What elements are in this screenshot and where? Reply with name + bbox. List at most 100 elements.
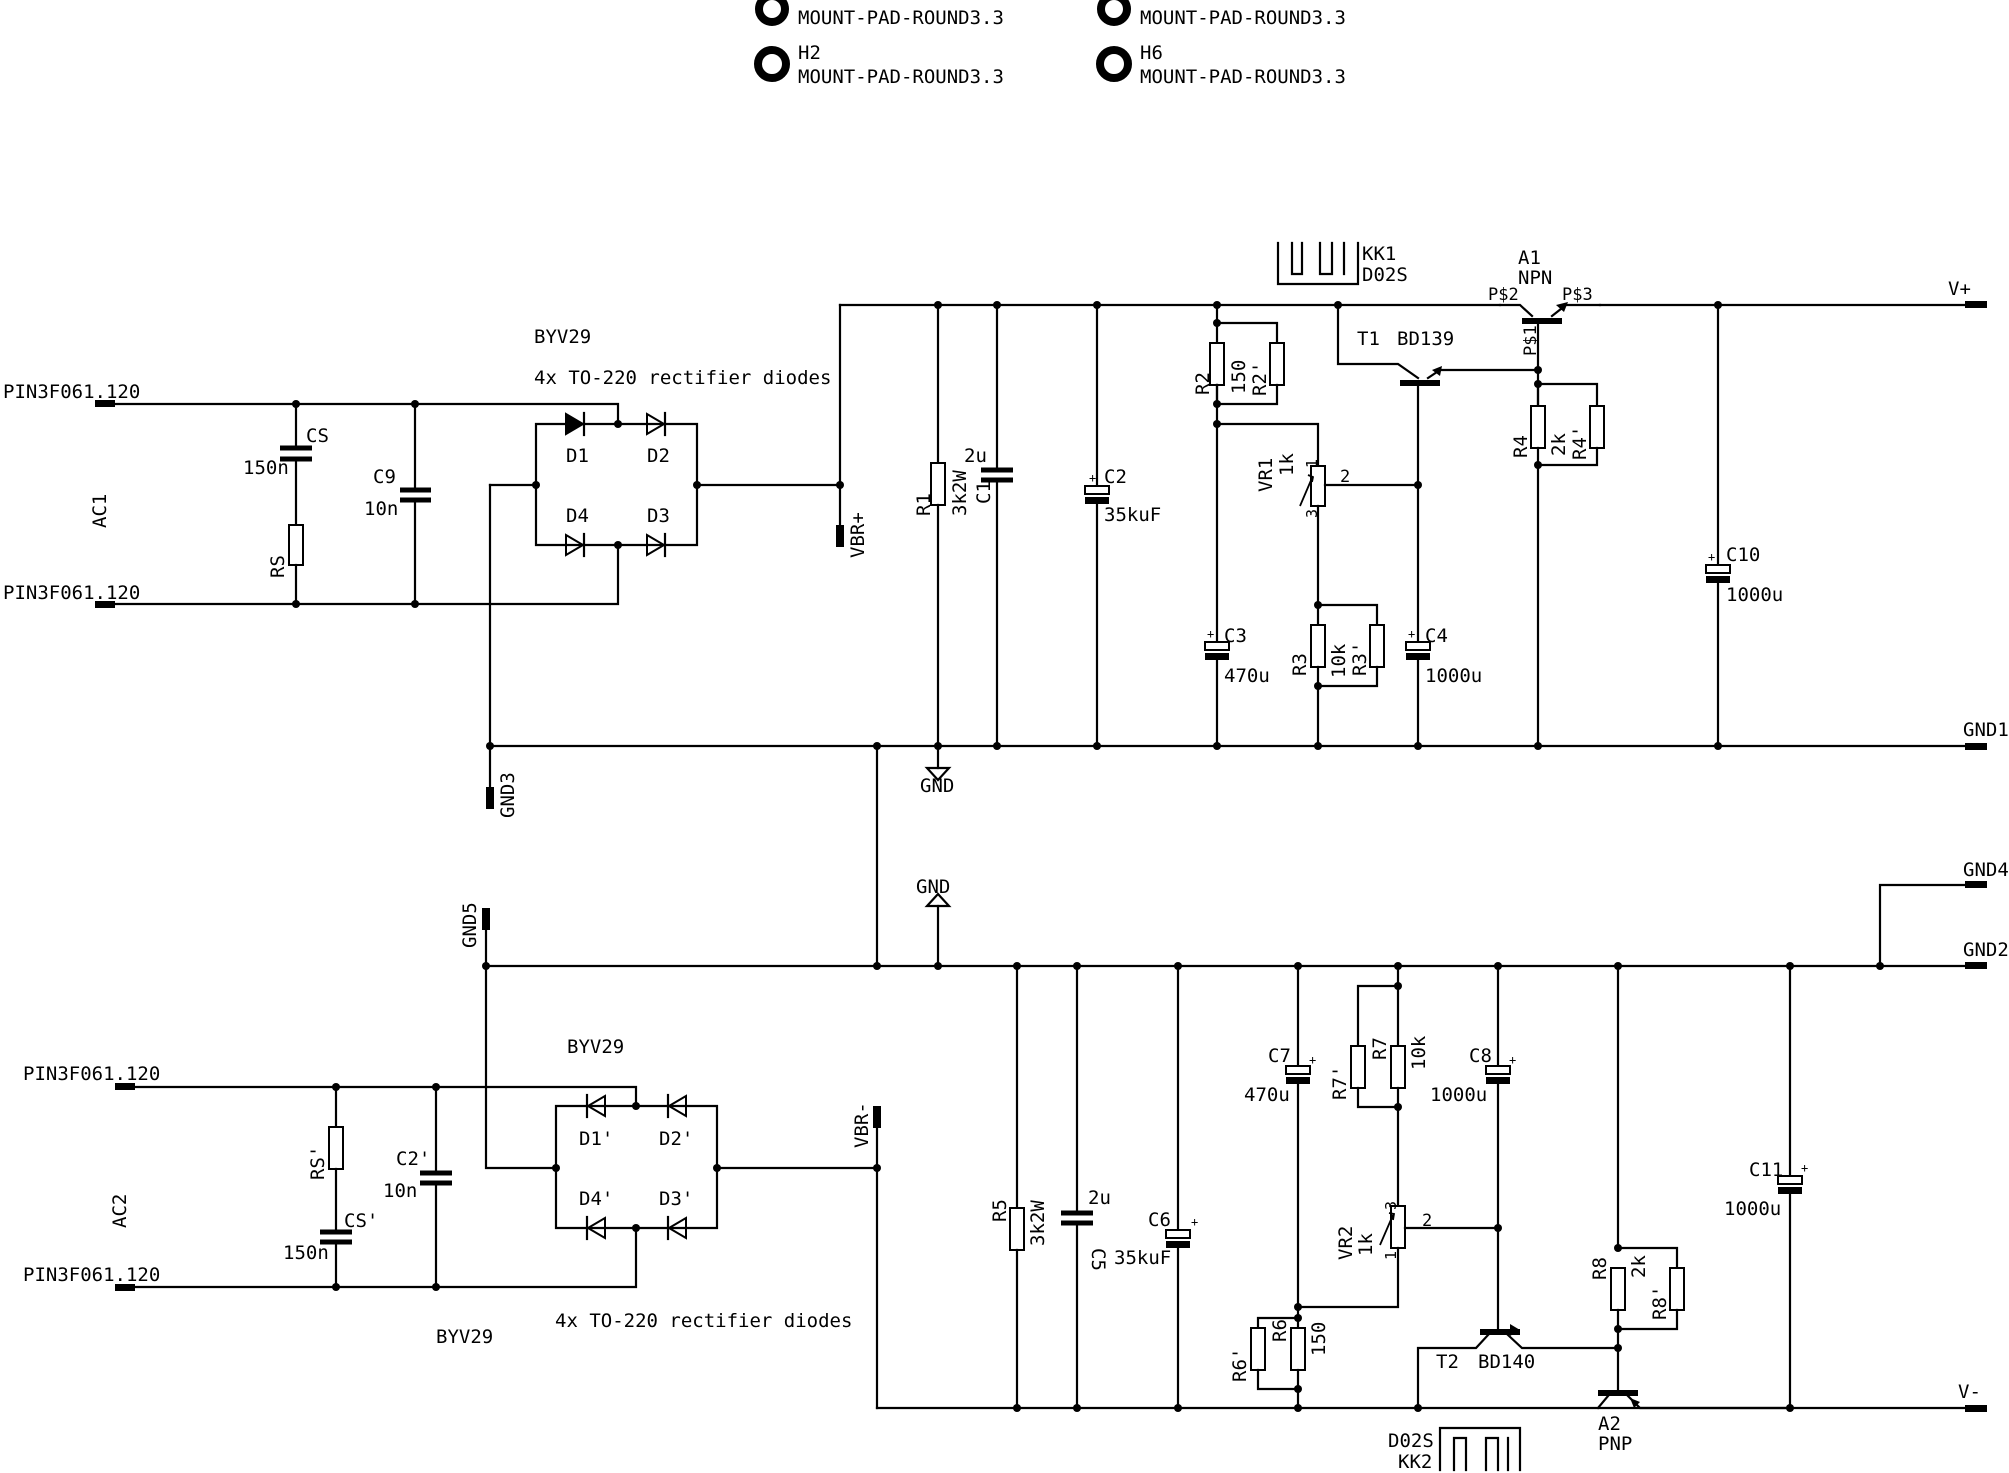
- svg-text:+: +: [1191, 1215, 1198, 1229]
- a1-value: NPN: [1518, 267, 1552, 289]
- vr2-value: 1k: [1355, 1233, 1377, 1256]
- t1-name: T1: [1357, 328, 1380, 350]
- vminus-pin: [1965, 1405, 1987, 1412]
- vr1-pin3: 3: [1303, 509, 1321, 518]
- vplus-label: V+: [1948, 278, 1971, 300]
- d4p-label: D4': [579, 1188, 613, 1210]
- heatsink-kk1: KK1 D02S: [1276, 241, 1408, 286]
- rsp-resistor: [328, 1126, 344, 1170]
- cs-name: CS: [306, 425, 329, 447]
- pin-ac2-bottom: [115, 1284, 135, 1291]
- vr1-potentiometer[interactable]: [1310, 465, 1326, 507]
- c1-name: C1: [973, 481, 995, 504]
- vr2-potentiometer[interactable]: [1390, 1205, 1406, 1249]
- a2-value: PNP: [1598, 1433, 1632, 1455]
- r5-value: 3k2W: [1027, 1200, 1049, 1246]
- r2p-resistor: [1269, 342, 1285, 386]
- t1-value: BD139: [1397, 328, 1454, 350]
- r3-name: R3: [1289, 653, 1311, 676]
- c3-name: C3: [1224, 625, 1247, 647]
- diode-d3p: [666, 1215, 687, 1241]
- c3-value: 470u: [1224, 665, 1270, 687]
- r4-value: 2k: [1548, 433, 1570, 456]
- vbr-minus-label: VBR-: [851, 1102, 873, 1148]
- c3-capacitor: [1204, 641, 1230, 651]
- c8-name: C8: [1469, 1045, 1492, 1067]
- h2-name: H2: [798, 42, 821, 64]
- d2p-label: D2': [659, 1128, 693, 1150]
- vr1-name: VR1: [1255, 458, 1277, 492]
- diode-d3: [646, 532, 667, 558]
- r4-alt: R4': [1569, 426, 1591, 460]
- r3-value: 10k: [1328, 643, 1350, 678]
- svg-text:+: +: [1309, 1053, 1316, 1067]
- gnd-symbol-top-label: GND: [920, 775, 954, 797]
- a1-pin3: P$3: [1562, 285, 1593, 305]
- a1-pin2: P$2: [1488, 285, 1519, 305]
- pin-ac2-top-label: PIN3F061.120: [23, 1063, 160, 1085]
- rsp-label: RS': [307, 1146, 329, 1180]
- r6-name: R6: [1269, 1319, 1291, 1342]
- r3-resistor: [1310, 624, 1326, 668]
- svg-text:+: +: [1408, 627, 1415, 641]
- diode-d1p: [585, 1093, 606, 1119]
- mount-pad-h5: MOUNT-PAD-ROUND3.3: [1097, 0, 1346, 29]
- pin-ac1-bottom-label: PIN3F061.120: [3, 582, 140, 604]
- vbr-plus-label: VBR+: [847, 512, 869, 558]
- c9-value: 10n: [364, 498, 398, 520]
- c4-value: 1000u: [1425, 665, 1482, 687]
- cs-value: 150n: [243, 457, 289, 479]
- c7-name: C7: [1268, 1045, 1291, 1067]
- c7-value: 470u: [1244, 1084, 1290, 1106]
- gnd1-label: GND1: [1963, 719, 2009, 741]
- bottom-circuit: GND GND2 GND4 GND5 BYV29 BYV29 4x TO-220…: [23, 859, 2009, 1473]
- h5-value: MOUNT-PAD-ROUND3.3: [1140, 7, 1346, 29]
- r3-alt: R3': [1349, 642, 1371, 676]
- c11-name: C11: [1749, 1159, 1783, 1181]
- gnd5-pin: [482, 908, 490, 930]
- vbr-minus-pin: [873, 1106, 881, 1128]
- r7-name: R7: [1369, 1037, 1391, 1060]
- byv29-bottom-label-top: BYV29: [567, 1036, 624, 1058]
- r8-resistor: [1610, 1267, 1626, 1311]
- c11-value: 1000u: [1724, 1198, 1781, 1220]
- d3p-label: D3': [659, 1188, 693, 1210]
- vr1-pin1: 1: [1303, 459, 1321, 468]
- gnd4-label: GND4: [1963, 859, 2009, 881]
- c4-capacitor: [1405, 641, 1431, 651]
- csp-name: CS': [344, 1210, 378, 1232]
- c10-value: 1000u: [1726, 584, 1783, 606]
- r5-name: R5: [989, 1199, 1011, 1222]
- mount-pad-h2: H2 MOUNT-PAD-ROUND3.3: [754, 42, 1004, 88]
- kk1-name: KK1: [1362, 243, 1396, 265]
- c9-name: C9: [373, 466, 396, 488]
- mount-pad-h1: MOUNT-PAD-ROUND3.3: [755, 0, 1004, 29]
- r4-name: R4: [1510, 435, 1532, 458]
- h6-name: H6: [1140, 42, 1163, 64]
- diode-d1: [565, 411, 586, 437]
- gnd1-pin: [1965, 743, 1987, 750]
- gnd3-pin: [486, 787, 494, 809]
- gnd4-pin: [1965, 881, 1987, 888]
- c8-capacitor: [1485, 1065, 1511, 1075]
- d4-label: D4: [566, 505, 589, 527]
- rs-resistor: [288, 524, 304, 566]
- d1p-label: D1': [579, 1128, 613, 1150]
- c5-value: 2u: [1088, 1187, 1111, 1209]
- c2p-value: 10n: [383, 1180, 417, 1202]
- vr2-pin2: 2: [1422, 1211, 1432, 1231]
- gnd2-pin: [1965, 962, 1987, 969]
- r4p-resistor: [1589, 405, 1605, 449]
- diode-d2p: [666, 1093, 687, 1119]
- c10-name: C10: [1726, 544, 1760, 566]
- gnd5-label: GND5: [459, 902, 481, 948]
- svg-text:+: +: [1509, 1053, 1516, 1067]
- pin-ac1-top-label: PIN3F061.120: [3, 381, 140, 403]
- diode-d2: [646, 411, 667, 437]
- h6-value: MOUNT-PAD-ROUND3.3: [1140, 66, 1346, 88]
- diode-d4: [565, 532, 586, 558]
- h2-value: MOUNT-PAD-ROUND3.3: [798, 66, 1004, 88]
- r6-alt: R6': [1229, 1348, 1251, 1382]
- ac2-label: AC2: [109, 1194, 131, 1228]
- c6-capacitor: [1165, 1229, 1191, 1239]
